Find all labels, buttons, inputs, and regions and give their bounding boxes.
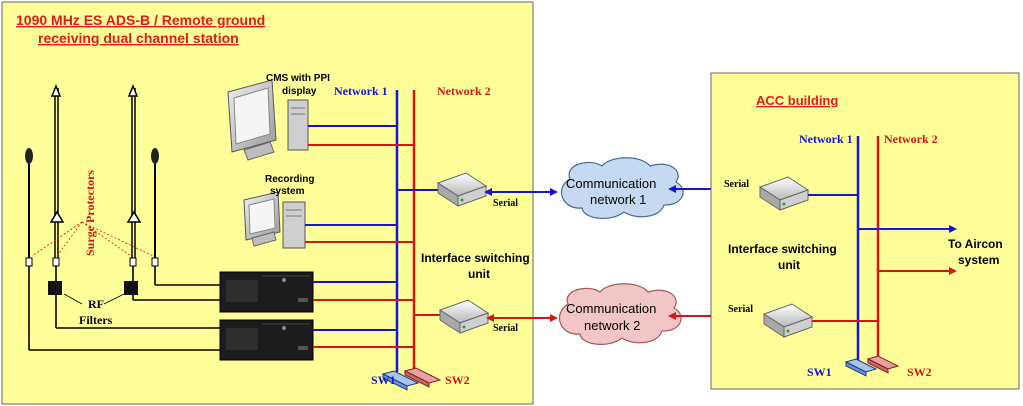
- acc-serial-label-top: Serial: [724, 179, 749, 190]
- recording-system: [243, 191, 306, 249]
- rf-filters-label-1: RF: [88, 297, 104, 311]
- acc-serial-label-bottom: Serial: [728, 304, 753, 315]
- receiver-2: [219, 319, 314, 361]
- modem-acc-2: [762, 303, 814, 338]
- remote-isu-label-1: Interface switching: [421, 251, 530, 265]
- acc-network-1-label: Network 1: [799, 132, 853, 146]
- aircon-label-2: system: [958, 253, 999, 267]
- cms-workstation: [227, 79, 309, 161]
- rf-filter-1: [48, 281, 62, 295]
- antenna-2: [126, 83, 142, 258]
- remote-isu-label-2: unit: [468, 267, 490, 281]
- rf-filter-2: [124, 281, 138, 295]
- serial-label-remote-bottom: Serial: [493, 323, 518, 334]
- switch-sw1-acc: [844, 358, 878, 377]
- receiver-1: [219, 271, 314, 313]
- network-2-links: [305, 144, 440, 348]
- switch-sw2-acc: [866, 355, 900, 374]
- network-1-label: Network 1: [334, 84, 388, 98]
- modem-remote-2: [438, 299, 490, 334]
- acc-isu-label-1: Interface switching: [728, 242, 837, 256]
- switch-sw2-remote: [403, 367, 442, 388]
- cloud-2-label-2: network 2: [584, 318, 640, 333]
- communication-network-2-cloud: [558, 283, 682, 345]
- surge-protectors-label: Surge Protectors: [83, 170, 97, 256]
- acc-network-2-label: Network 2: [884, 132, 938, 146]
- antenna-1: [49, 83, 65, 258]
- cms-label-1: CMS with PPI: [266, 73, 330, 84]
- cms-label-2: display: [282, 86, 317, 97]
- communication-network-1-cloud: [560, 157, 684, 219]
- serial-label-remote-top: Serial: [493, 198, 518, 209]
- surge-pointers: [31, 221, 154, 257]
- remote-station-title-2: receiving dual channel station: [38, 30, 239, 46]
- modem-acc-1: [758, 176, 810, 211]
- sw2-acc-label: SW2: [907, 365, 932, 379]
- sw2-remote-label: SW2: [445, 373, 470, 387]
- recording-label-1: Recording: [265, 174, 314, 185]
- antenna-whip-2: [151, 148, 159, 258]
- cloud-2-label-1: Communication: [566, 301, 656, 316]
- acc-building-panel: [710, 72, 1020, 390]
- switch-sw1-remote: [381, 370, 420, 391]
- rf-filter-pointer-2: [103, 293, 125, 305]
- acc-isu-label-2: unit: [778, 258, 800, 272]
- antenna-cables: [28, 266, 222, 351]
- remote-station-title-1: 1090 MHz ES ADS-B / Remote ground: [16, 12, 265, 28]
- aircon-label-1: To Aircon: [948, 237, 1003, 251]
- modem-remote-1: [436, 172, 488, 207]
- cloud-1-label-2: network 1: [590, 192, 646, 207]
- sw1-remote-label: SW1: [371, 373, 396, 387]
- acc-building-title: ACC building: [756, 93, 838, 108]
- recording-label-2: system: [270, 186, 305, 197]
- cloud-1-label-1: Communication: [566, 176, 656, 191]
- antenna-whip-1: [25, 148, 33, 258]
- sw1-acc-label: SW1: [807, 365, 832, 379]
- rf-filters-label-2: Filters: [79, 313, 113, 327]
- network-1-links: [305, 125, 438, 331]
- network-2-label: Network 2: [437, 84, 491, 98]
- rf-filter-pointer-1: [63, 293, 83, 305]
